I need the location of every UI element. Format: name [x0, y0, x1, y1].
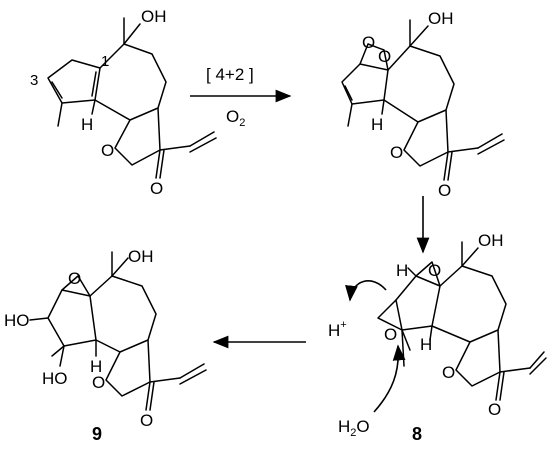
- hydrogen-label: H: [371, 115, 383, 134]
- position-3-label: 3: [30, 72, 38, 89]
- epoxide-bottom-oxygen-label: O: [384, 325, 397, 344]
- position-1-label: 1: [101, 53, 109, 70]
- hydroxyl-left-label: HO: [4, 311, 30, 330]
- hydroxyl-bottom-label: HO: [42, 369, 68, 388]
- compound-8-number: 8: [412, 424, 422, 444]
- cycloaddition-label: [ 4+2 ]: [206, 65, 254, 84]
- peroxide-oxygen-a-label: O: [362, 33, 375, 52]
- hydroxyl-label: OH: [141, 7, 167, 26]
- carbonyl-oxygen-label: O: [488, 400, 501, 419]
- ring-oxygen-label: O: [101, 141, 114, 160]
- hydroxyl-label: OH: [428, 9, 454, 28]
- epoxide-top-oxygen-label: O: [428, 261, 441, 280]
- peroxide-oxygen-b-label: O: [378, 47, 391, 66]
- compound-2-structure: [341, 19, 505, 181]
- water-attack-arrow: [373, 344, 406, 413]
- compound-1-structure: [47, 17, 217, 179]
- compound-9-number: 9: [92, 424, 102, 444]
- carbonyl-oxygen-label: O: [150, 179, 163, 198]
- proton-charge: +: [340, 319, 346, 331]
- hydroxyl-label: OH: [478, 231, 504, 250]
- water-subscript: 2: [350, 427, 356, 439]
- ring-oxygen-label: O: [390, 143, 403, 162]
- carbonyl-oxygen-label: O: [140, 411, 153, 430]
- reagent-label: O2: [226, 107, 245, 129]
- compound-8-structure: [377, 241, 547, 401]
- water-label: H2O: [338, 417, 370, 439]
- proton-base: H: [328, 321, 340, 340]
- water-h: H: [338, 417, 350, 436]
- ring-oxygen-label: O: [92, 373, 105, 392]
- compound-9-structure: [29, 251, 207, 411]
- ring-oxygen-label: O: [442, 363, 455, 382]
- proton-label: H+: [328, 319, 347, 340]
- hydrogen-label: H: [90, 357, 102, 376]
- reagent-subscript: 2: [239, 117, 245, 129]
- reagent-base: O: [226, 107, 239, 126]
- epoxide-oxygen-label: O: [68, 269, 81, 288]
- proton-attack-arrow: [345, 280, 387, 302]
- carbonyl-oxygen-label: O: [438, 181, 451, 200]
- hydrogen-label: H: [81, 115, 93, 134]
- hydrogen-bottom-label: H: [420, 335, 432, 354]
- hydrogen-top-label: H: [396, 261, 408, 280]
- hydroxyl-label: OH: [128, 247, 154, 266]
- water-o: O: [356, 417, 369, 436]
